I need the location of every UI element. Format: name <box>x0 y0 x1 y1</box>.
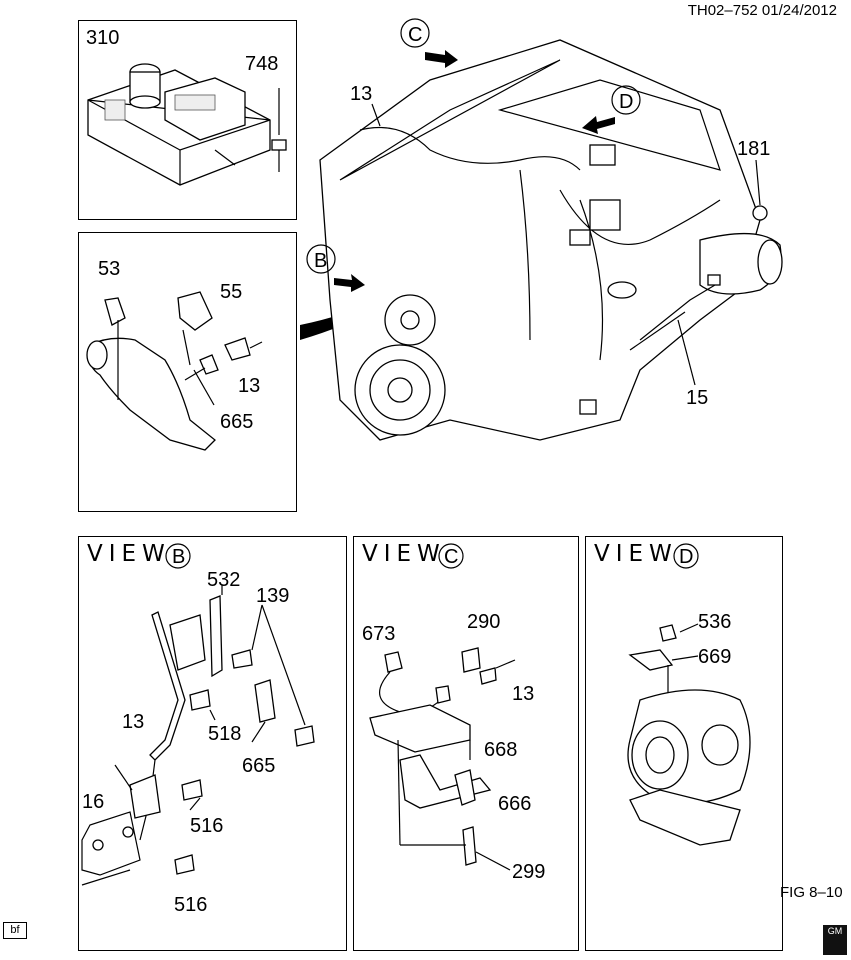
pipe-assembly-drawing <box>86 291 263 451</box>
view-d-panel: VIEW <box>585 536 783 951</box>
callout-665: 665 <box>220 411 253 433</box>
view-b-letter: B <box>165 543 191 569</box>
view-b-title: VIEW <box>87 541 171 567</box>
view-marker-c: C <box>400 18 458 68</box>
callout-310: 310 <box>86 27 119 49</box>
callout-290: 290 <box>467 611 500 633</box>
view-d-letter: D <box>673 543 699 569</box>
view-c-letter: C <box>438 543 464 569</box>
callout-13-view-b: 13 <box>122 711 144 733</box>
callout-139: 139 <box>256 585 289 607</box>
view-d-title: VIEW <box>594 541 678 567</box>
callout-518: 518 <box>208 723 241 745</box>
figure-label: FIG 8–10 <box>780 884 843 901</box>
engine-drawing <box>319 39 783 441</box>
callout-13-engine: 13 <box>350 83 372 105</box>
view-c-panel: VIEW <box>353 536 579 951</box>
view-marker-b: B <box>306 244 365 292</box>
bf-badge: bf <box>3 922 27 939</box>
callout-532: 532 <box>207 569 240 591</box>
module-panel <box>78 20 297 220</box>
svg-text:B: B <box>314 250 327 272</box>
view-c-word: VIEW <box>362 541 446 567</box>
svg-text:B: B <box>172 546 185 568</box>
callout-516-lower: 516 <box>174 894 207 916</box>
svg-text:C: C <box>444 546 458 568</box>
callout-673: 673 <box>362 623 395 645</box>
view-marker-d: D <box>582 85 641 134</box>
document-id: TH02–752 01/24/2012 <box>687 2 837 19</box>
callout-665-view-b: 665 <box>242 755 275 777</box>
gm-logo-text: GM <box>827 926 843 936</box>
callout-516-upper: 516 <box>190 815 223 837</box>
callout-181: 181 <box>737 138 770 160</box>
callout-53: 53 <box>98 258 120 280</box>
callout-669: 669 <box>698 646 731 668</box>
svg-text:C: C <box>408 24 422 46</box>
callout-13-view-c: 13 <box>512 683 534 705</box>
callout-299: 299 <box>512 861 545 883</box>
svg-text:D: D <box>619 91 633 113</box>
callout-55: 55 <box>220 281 242 303</box>
view-c-drawing <box>369 647 516 866</box>
callout-16: 16 <box>82 791 104 813</box>
pipe-panel <box>78 232 297 512</box>
callout-668: 668 <box>484 739 517 761</box>
view-b-panel: VIEW <box>78 536 347 951</box>
view-b-drawing <box>81 585 315 886</box>
view-d-word: VIEW <box>594 541 678 567</box>
view-d-drawing <box>627 624 751 846</box>
callout-536: 536 <box>698 611 731 633</box>
control-module-drawing <box>87 63 287 186</box>
callout-13-pipe: 13 <box>238 375 260 397</box>
view-b-leader <box>300 222 478 340</box>
view-b-word: VIEW <box>87 541 171 567</box>
gm-logo: GM <box>823 925 847 955</box>
callout-748: 748 <box>245 53 278 75</box>
svg-text:D: D <box>679 546 693 568</box>
callout-666: 666 <box>498 793 531 815</box>
view-c-title: VIEW <box>362 541 446 567</box>
callout-15: 15 <box>686 387 708 409</box>
